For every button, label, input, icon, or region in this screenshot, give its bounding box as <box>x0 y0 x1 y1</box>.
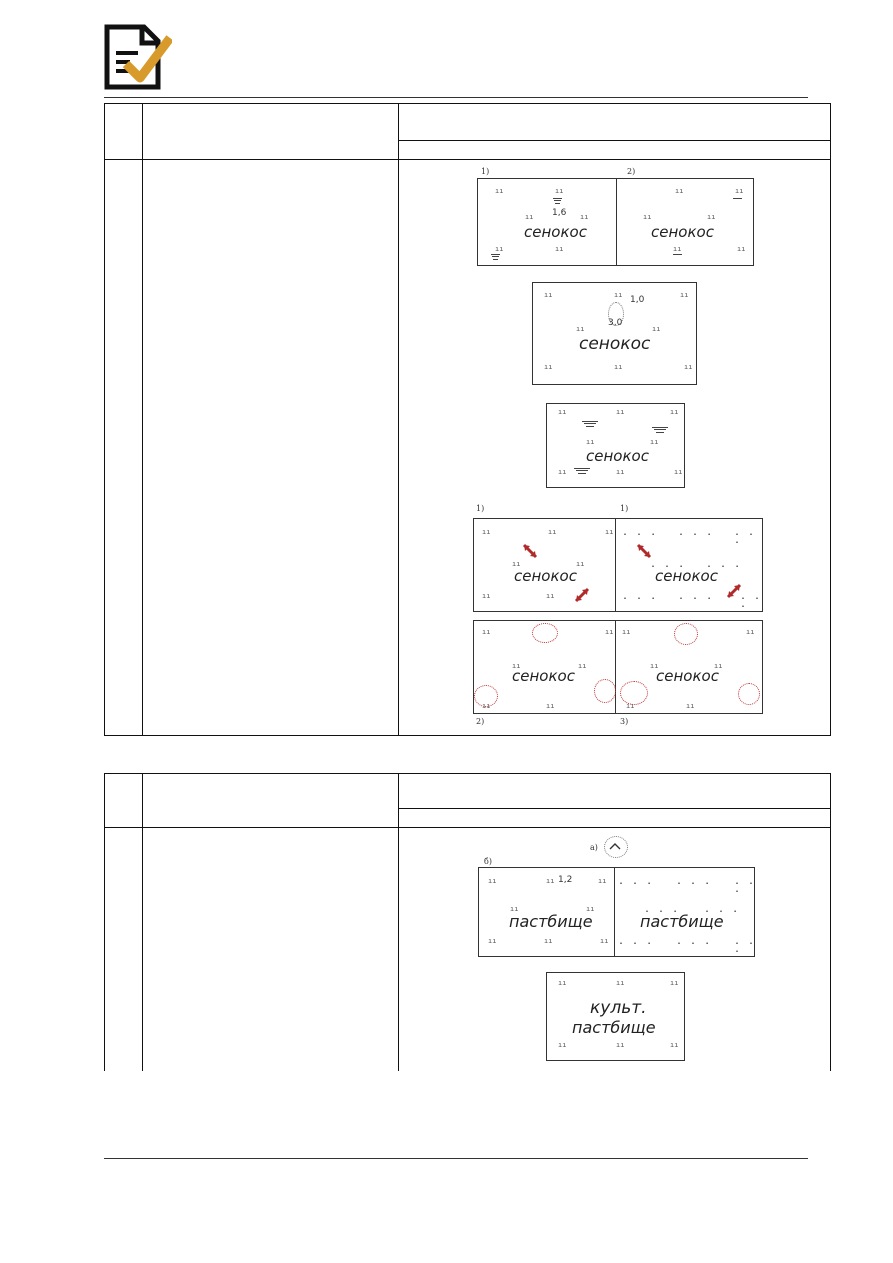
measure-value: 1,2 <box>558 875 573 885</box>
measure-value: 1,0 <box>630 295 645 305</box>
hayfield-label: сенокос <box>514 567 577 585</box>
hayfield-label: сенокос <box>579 334 651 354</box>
pasture-label: пастбище <box>640 912 724 931</box>
pasture-label: пастбище <box>509 912 593 931</box>
table-2 <box>104 773 831 1071</box>
variant-label: б) <box>484 857 492 866</box>
hayfield-scheme-1: 1) 2) ıı ıı ıı ıı ıı ıı 1,6 сенокос ıı ı… <box>475 168 755 268</box>
document-checkmark-icon <box>104 24 172 90</box>
measure-value: 3,0 <box>608 318 623 328</box>
variant-label: 2) <box>476 717 485 726</box>
pasture-scheme-2: ıı ıı ıı ıı ıı ıı культ. пастбище <box>546 972 686 1062</box>
hayfield-scheme-2: ıı ıı ıı ıı ıı ıı ıı ıı 1,0 3,0 сенокос <box>532 282 698 386</box>
footer-rule <box>104 1158 808 1159</box>
table-1 <box>104 103 831 736</box>
variant-label: а) <box>590 843 598 852</box>
hayfield-scheme-4: 1) 1) ıı ıı ıı ıı ıı ıı ıı сенокос . . .… <box>470 505 764 733</box>
hayfield-label: сенокос <box>651 223 714 241</box>
variant-label: 1) <box>620 504 629 513</box>
hayfield-label: сенокос <box>655 567 718 585</box>
pasture-label: пастбище <box>572 1018 656 1037</box>
measure-value: 1,6 <box>552 208 567 218</box>
hayfield-label: сенокос <box>586 447 649 465</box>
hayfield-label: сенокос <box>524 223 587 241</box>
hayfield-label: сенокос <box>512 667 575 685</box>
cultivated-label: культ. <box>590 998 647 1018</box>
header-rule <box>104 97 808 98</box>
hayfield-scheme-3: ıı ıı ıı ıı ıı ıı ıı ıı сенокос <box>546 403 686 489</box>
chevron-up-icon <box>609 843 621 850</box>
variant-label: 1) <box>481 167 490 176</box>
variant-label: 3) <box>620 717 629 726</box>
pasture-scheme-1: а) б) ıı ıı ıı ıı ıı ıı ıı ıı 1,2 пастби… <box>476 836 756 958</box>
variant-label: 1) <box>476 504 485 513</box>
variant-label: 2) <box>627 167 636 176</box>
hayfield-label: сенокос <box>656 667 719 685</box>
